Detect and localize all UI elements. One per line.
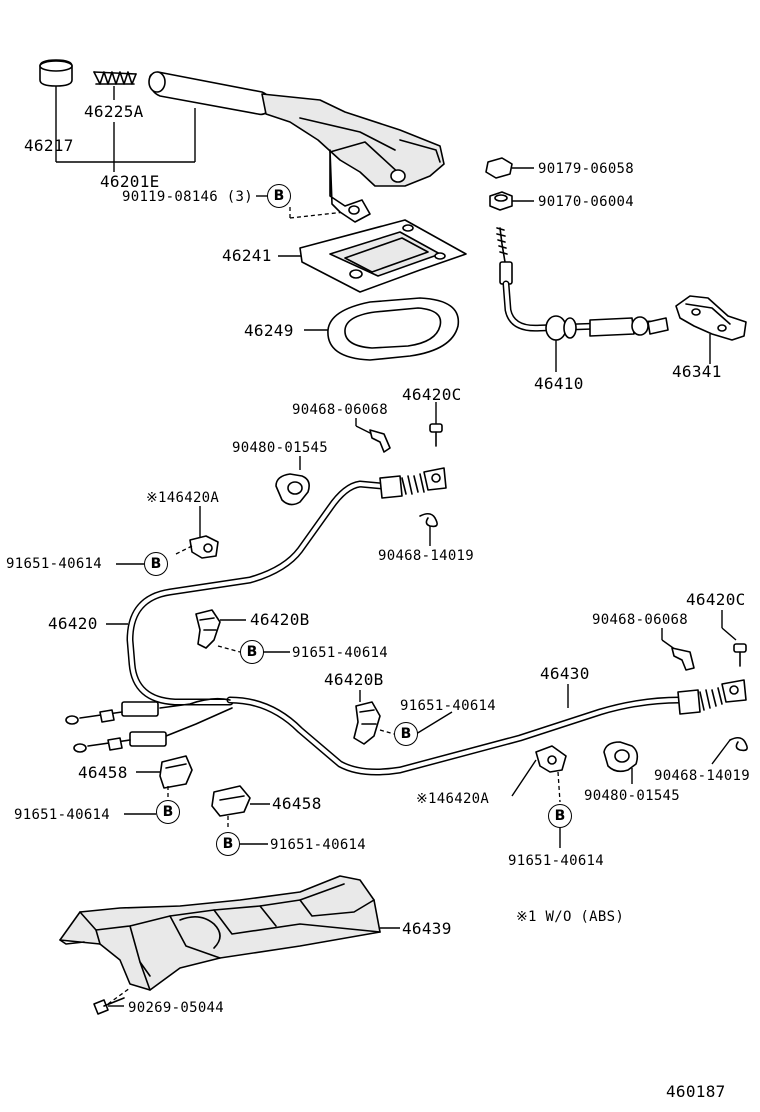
note-wo-abs: ※1 W/O (ABS) [516,909,625,925]
leader-lines-b [116,563,561,848]
label-90480-01545-top: 90480-01545 [232,440,329,456]
label-90468-06068-top: 90468-06068 [292,402,389,418]
callout-b-a: B [144,552,168,576]
label-46341: 46341 [672,362,722,381]
label-46249: 46249 [244,321,294,340]
sleeve-46217 [39,59,73,87]
label-46420: 46420 [48,614,98,633]
label-46439: 46439 [402,919,452,938]
callout-b-c: B [394,722,418,746]
label-46217: 46217 [24,136,74,155]
diagram-id: 460187 [666,1082,726,1101]
parking-brake-lever [148,71,445,223]
label-46420C-right: 46420C [686,590,746,609]
label-90480-01545-right: 90480-01545 [584,788,681,804]
nut-90179 [485,157,534,179]
clamp-46420B-lower [353,690,395,745]
pin-46420C-top [429,402,443,447]
label-91651-40614-e: 91651-40614 [270,837,367,853]
clip-46458-center [211,785,270,830]
label-46201E: 46201E [100,172,160,191]
label-90468-14019-right: 90468-14019 [654,768,751,784]
label-146420A-right: ※146420A [416,791,490,807]
label-90179-06058: 90179-06058 [538,161,635,177]
label-90269-05044: 90269-05044 [128,1000,225,1016]
label-46458-center: 46458 [272,794,322,813]
clip-46458-left [136,755,193,798]
label-146420A-top: ※146420A [146,490,220,506]
label-46420C-top: 46420C [402,385,462,404]
nut-90170 [489,191,534,211]
bolt-90269 [93,987,131,1015]
label-91651-40614-f: 91651-40614 [508,853,605,869]
grommet-90480-right [603,741,639,784]
label-46420B-upper: 46420B [250,610,310,629]
label-91651-40614-a: 91651-40614 [6,556,103,572]
clamp-46420B-upper [195,609,246,653]
spring-46225A [93,71,137,85]
label-90468-06068-right: 90468-06068 [592,612,689,628]
label-91651-40614-b: 91651-40614 [292,645,389,661]
retainer-90468-06068-right [661,628,695,671]
clamp-146420A-right [511,745,567,803]
cable-46420 [106,467,447,706]
callout-b-e: B [216,832,240,856]
pin-46420C-right [721,610,747,667]
boot-46249 [304,297,460,361]
label-90170-06004: 90170-06004 [538,194,635,210]
label-46241: 46241 [222,246,272,265]
label-90119-08146: 90119-08146 (3) [122,189,253,205]
label-90468-14019-top: 90468-14019 [378,548,475,564]
clamp-146420A-top [175,506,219,559]
grommet-90480-top [275,456,310,506]
retainer-90468-06068-top [355,418,391,453]
callout-b-b: B [240,640,264,664]
label-91651-40614-c: 91651-40614 [400,698,497,714]
bracket-46241 [278,219,467,293]
heat-shield-46439 [59,875,400,991]
clip-90468-14019-right [711,736,748,765]
callout-b-f: B [548,804,572,828]
clip-90468-14019-top [419,512,438,546]
callout-b-d: B [156,800,180,824]
cable-ends-rear [65,697,233,753]
label-46225A: 46225A [84,102,144,121]
label-46430: 46430 [540,664,590,683]
label-91651-40614-d: 91651-40614 [14,807,111,823]
cable-46410 [496,227,669,372]
cable-46430 [226,679,747,776]
label-46410: 46410 [534,374,584,393]
callout-b-lever: B [267,184,291,208]
equalizer-46341 [675,295,747,364]
label-46420B-lower: 46420B [324,670,384,689]
leader-lines-lever [55,82,346,219]
label-46458-left: 46458 [78,763,128,782]
